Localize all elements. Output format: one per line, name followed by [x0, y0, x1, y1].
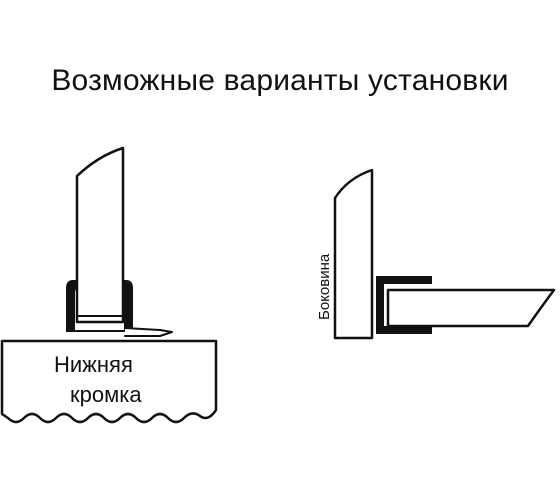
seal-drip-flap — [124, 327, 173, 337]
diagram-title: Возможные варианты установки — [51, 64, 509, 97]
bottom-edge-label-line2: кромка — [70, 382, 142, 407]
bottom-edge-label: Нижняя кромка — [20, 350, 200, 410]
bottom-edge-label-line1: Нижняя — [54, 352, 133, 377]
glass-panel-horizontal — [386, 288, 556, 328]
seal-profile-side — [376, 276, 432, 334]
bottom-edge-block — [0, 339, 218, 424]
variant-bottom-edge — [0, 146, 218, 424]
seal-profile-u — [66, 280, 133, 332]
variant-side-panel — [333, 168, 556, 340]
glass-panel — [75, 146, 125, 324]
side-panel — [333, 168, 374, 340]
side-panel-label: Боковина — [316, 253, 333, 320]
